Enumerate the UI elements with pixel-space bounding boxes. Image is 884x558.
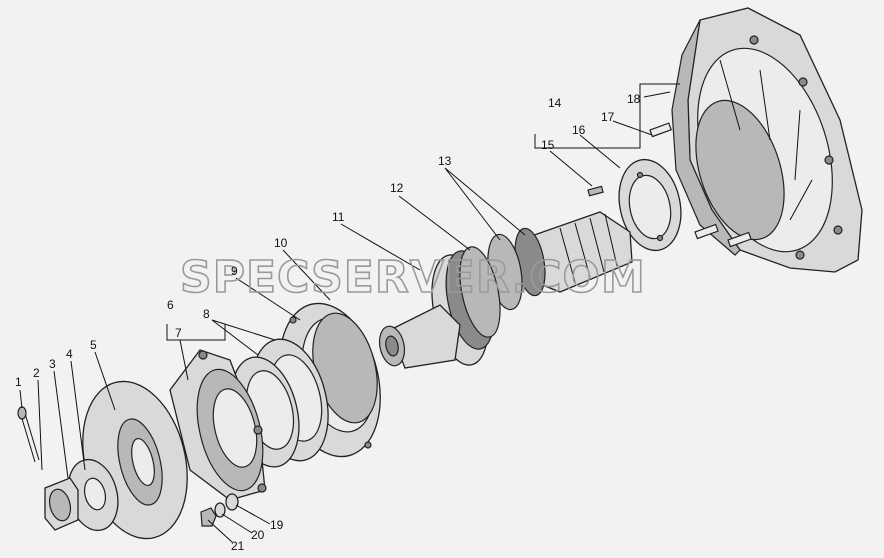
callout-1: 1 bbox=[15, 375, 22, 389]
callout-19: 19 bbox=[270, 518, 284, 532]
callout-2: 2 bbox=[33, 366, 40, 380]
callout-9: 9 bbox=[231, 264, 238, 278]
callout-15: 15 bbox=[541, 138, 555, 152]
callout-11: 11 bbox=[332, 210, 345, 224]
leader-lines bbox=[19, 83, 680, 543]
callout-17: 17 bbox=[601, 110, 615, 124]
callout-8: 8 bbox=[203, 307, 210, 321]
callout-14: 14 bbox=[548, 96, 562, 110]
callout-18: 18 bbox=[627, 92, 641, 106]
part-15-pin bbox=[587, 185, 604, 197]
part-2-cotter-pin bbox=[19, 409, 40, 463]
callout-10: 10 bbox=[274, 236, 288, 250]
part-1-pin-head bbox=[17, 406, 27, 420]
callout-16: 16 bbox=[572, 123, 586, 137]
part-17-studs bbox=[649, 122, 752, 248]
callout-7: 7 bbox=[175, 326, 182, 340]
callout-12: 12 bbox=[390, 181, 404, 195]
callout-21: 21 bbox=[231, 539, 245, 553]
part-19-washer bbox=[225, 493, 239, 511]
callout-13: 13 bbox=[438, 154, 452, 168]
part-3-castle-nut bbox=[44, 477, 79, 531]
part-21-nut bbox=[200, 507, 217, 527]
part-18-housing bbox=[671, 7, 863, 273]
part-16-flange bbox=[618, 158, 682, 252]
part-4-washer bbox=[67, 458, 119, 532]
part-7-hub bbox=[169, 349, 267, 501]
part-20-washer bbox=[214, 502, 226, 518]
callout-3: 3 bbox=[49, 357, 56, 371]
watermark-text: SPECSERVER.COM bbox=[180, 252, 646, 303]
callout-20: 20 bbox=[251, 528, 265, 542]
callout-6: 6 bbox=[167, 298, 174, 312]
callout-5: 5 bbox=[90, 338, 97, 352]
callout-4: 4 bbox=[66, 347, 73, 361]
part-11-shaft-end bbox=[378, 304, 461, 369]
